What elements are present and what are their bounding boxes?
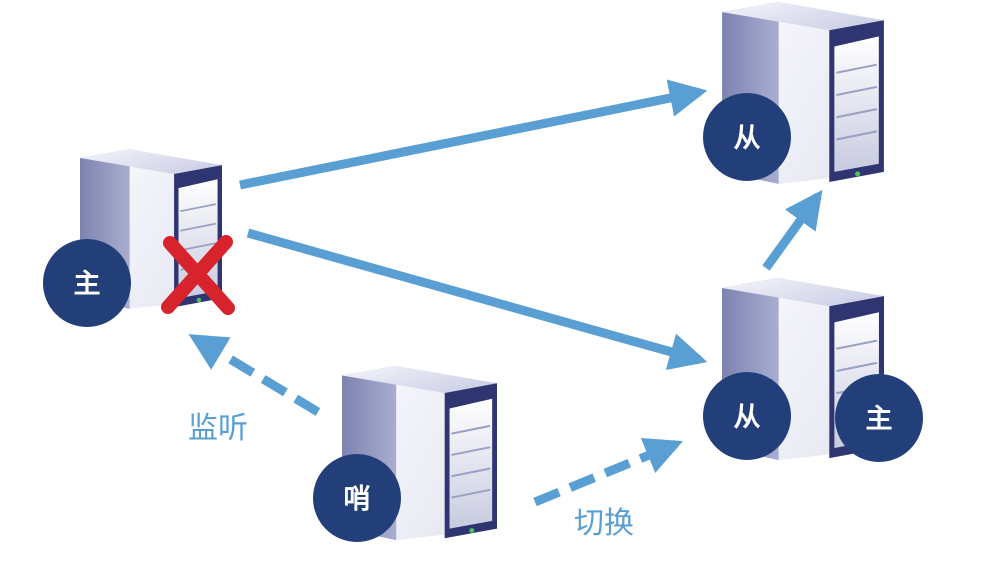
promoted-master-badge: 主 [835, 374, 923, 462]
replication-arrow-master-to-slave-bottom [246, 228, 708, 371]
sentinel-badge: 哨 [313, 454, 401, 542]
sentinel-badge-label: 哨 [344, 484, 371, 515]
failover-dashed-arrow [533, 438, 683, 507]
slave-badge-label: 从 [734, 402, 761, 433]
slave-badge: 从 [703, 93, 791, 181]
sentinel-node: 哨 [313, 364, 497, 542]
slave-badge: 从 [703, 372, 791, 460]
master-badge-label: 主 [74, 269, 101, 300]
promoted-master-badge-label: 主 [866, 404, 893, 435]
old-master-node: 主 [43, 148, 235, 327]
monitor-dashed-arrow [188, 334, 321, 416]
slave-badge-label: 从 [734, 123, 761, 154]
replication-arrow-master-to-slave-top [239, 79, 708, 190]
edges [188, 79, 823, 507]
replication-arrow-new-master-to-slave-top [762, 189, 823, 271]
slave-top-node: 从 [703, 2, 884, 184]
fail-cross-icon [161, 235, 235, 315]
slave-bottom-node: 从 主 [703, 276, 923, 462]
monitor-label: 监听 [188, 411, 248, 446]
master-badge: 主 [43, 239, 131, 327]
failover-label: 切换 [574, 506, 634, 541]
